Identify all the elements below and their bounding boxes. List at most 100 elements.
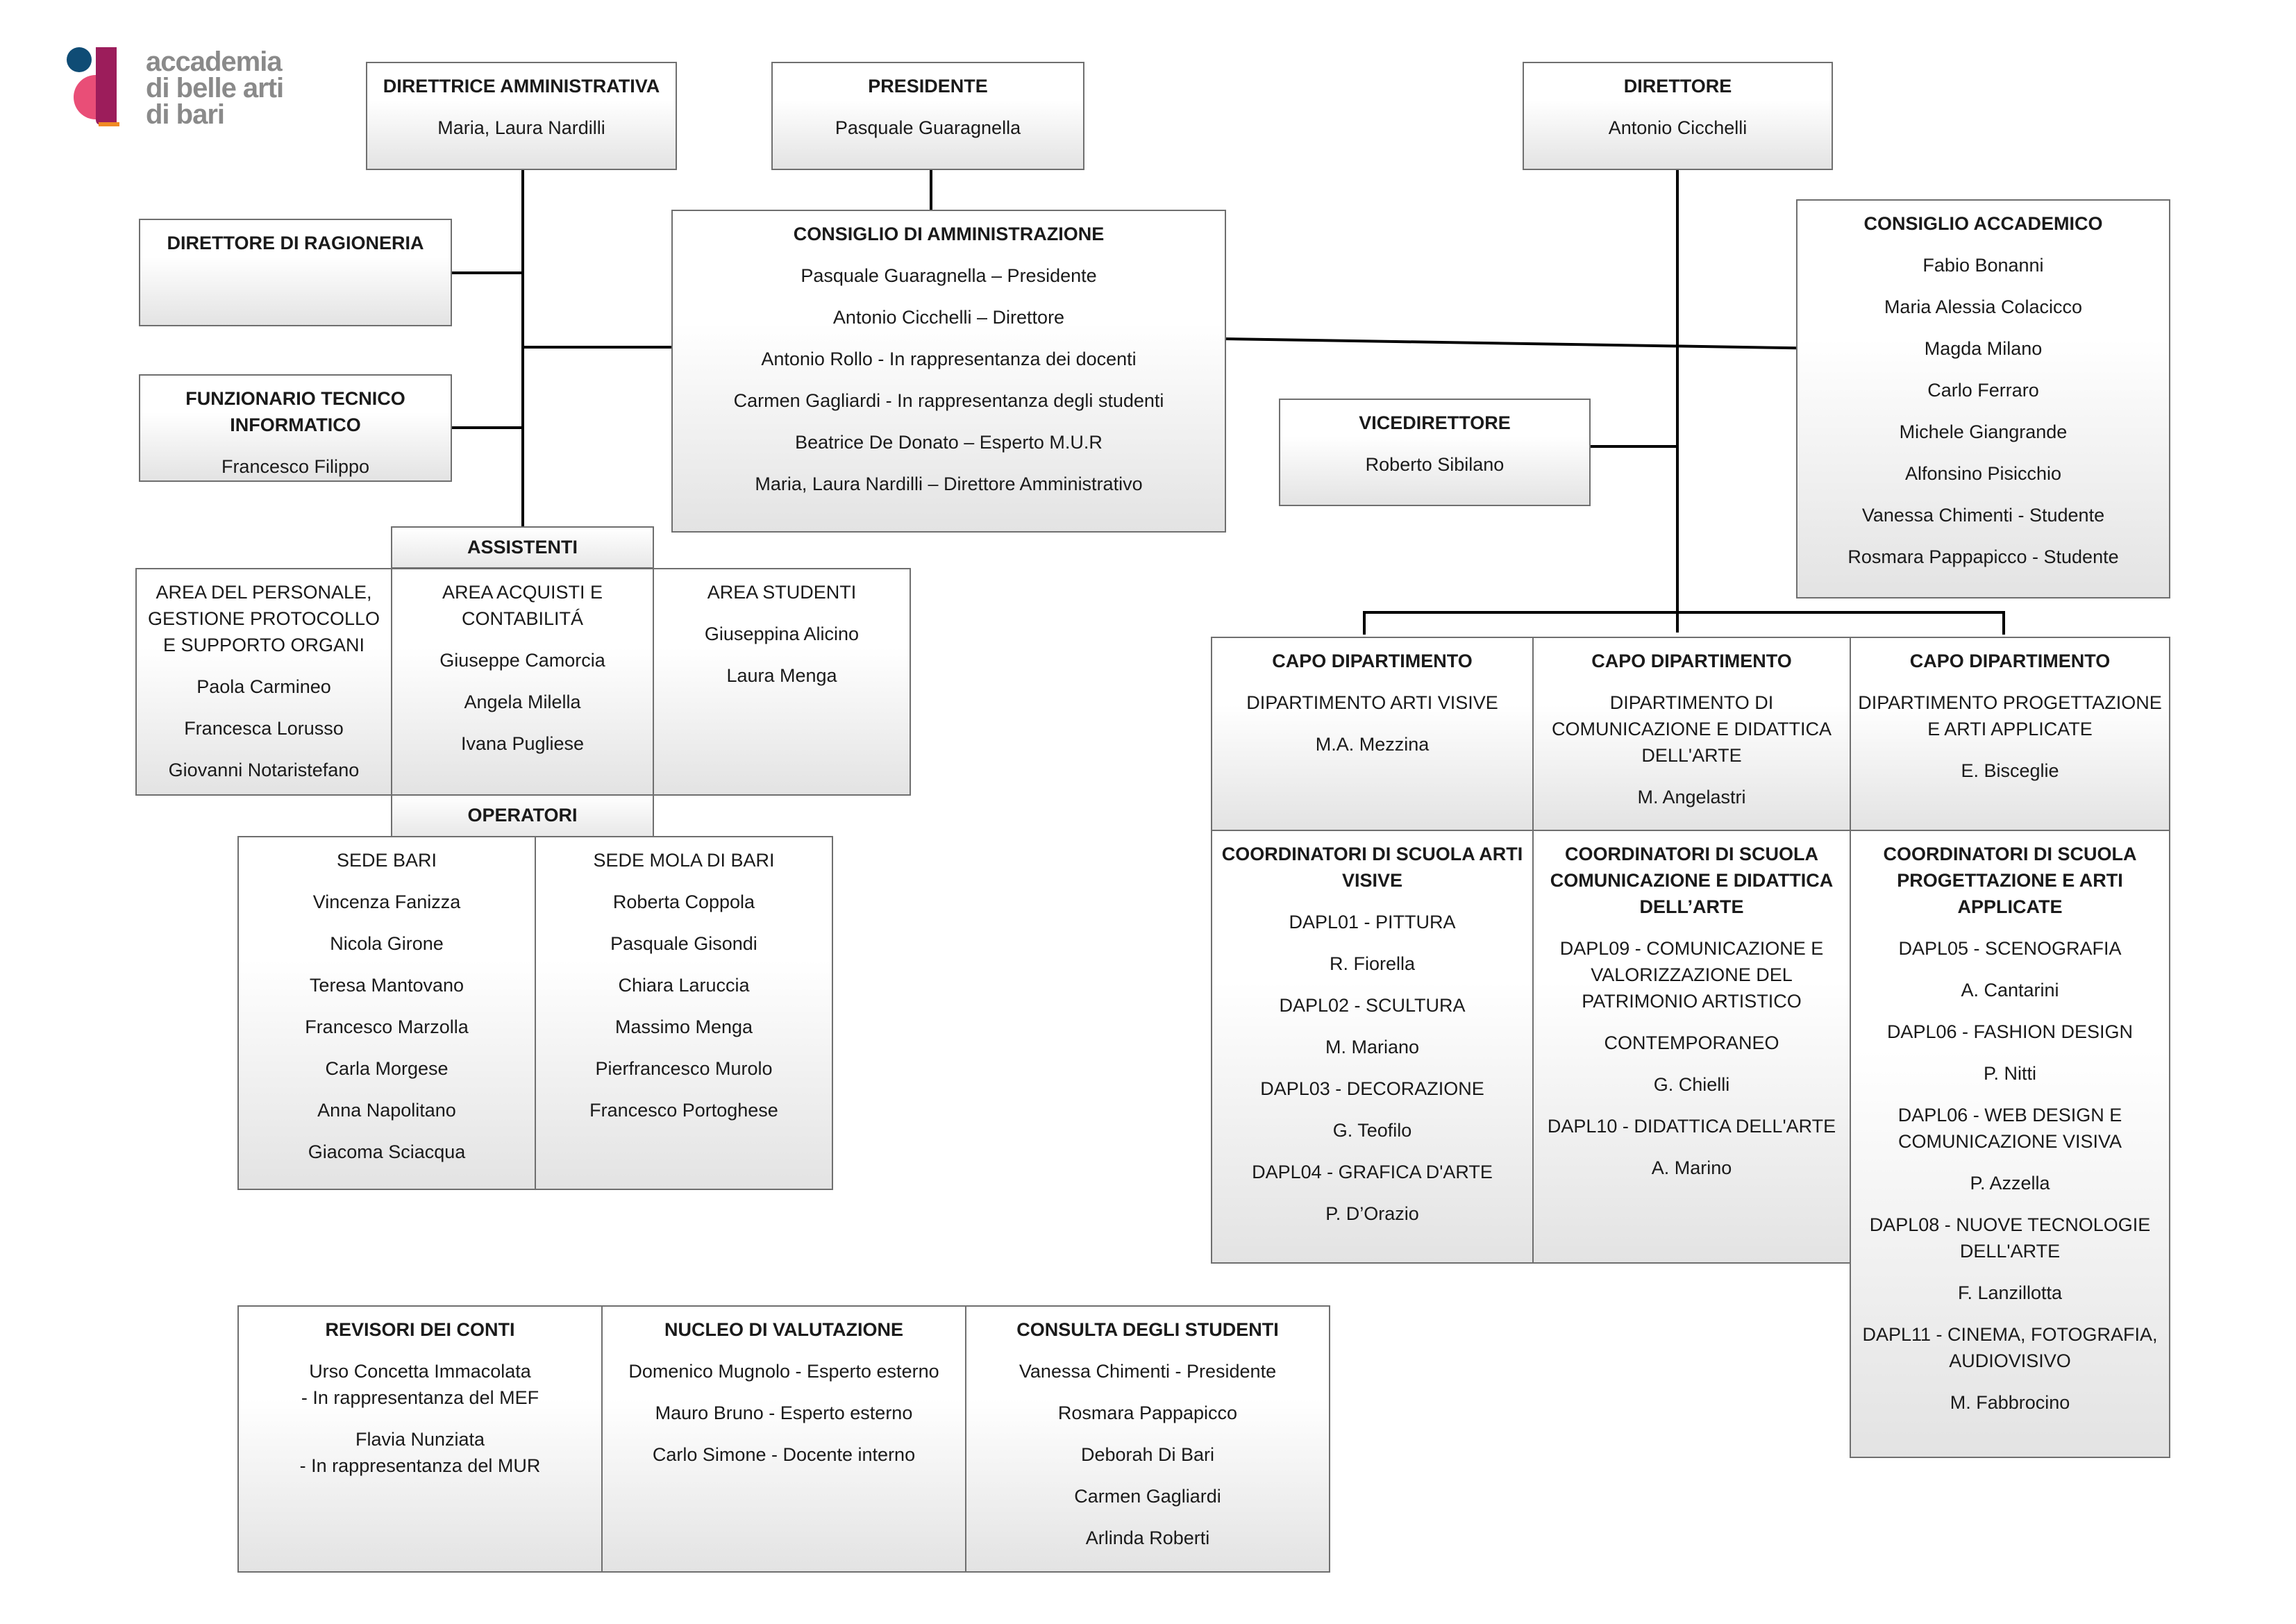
sede-mola-title: SEDE MOLA DI BARI (593, 850, 775, 871)
consulta-title: CONSULTA DEGLI STUDENTI (1016, 1319, 1279, 1340)
area-studenti-member: Laura Menga (726, 665, 837, 686)
vicedirettore-title: VICEDIRETTORE (1359, 412, 1511, 433)
coordinatori-item: PATRIMONIO ARTISTICO (1582, 991, 1802, 1012)
area-personale-member: Giovanni Notaristefano (168, 760, 360, 780)
nucleo-box: NUCLEO DI VALUTAZIONE Domenico Mugnolo -… (601, 1305, 966, 1573)
presidente-title: PRESIDENTE (868, 76, 988, 97)
coordinatori-title: PROGETTAZIONE E ARTI (1897, 870, 2123, 891)
capo-dept: DIPARTIMENTO PROGETTAZIONE (1858, 692, 2162, 713)
consulta-member: Deborah Di Bari (1080, 1444, 1215, 1465)
cda-box: CONSIGLIO DI AMMINISTRAZIONE Pasquale Gu… (671, 210, 1226, 533)
coordinatori-progettazione-box: COORDINATORI DI SCUOLA PROGETTAZIONE E A… (1850, 830, 2170, 1458)
direttore-box: DIRETTORE Antonio Cicchelli (1523, 62, 1833, 170)
area-personale-title: AREA DEL PERSONALE, (156, 582, 372, 603)
coordinatori-item: P. Nitti (1983, 1063, 2037, 1084)
coordinatori-item: DAPL06 - WEB DESIGN E (1897, 1105, 2122, 1125)
revisori-entry: - In rappresentanza del MEF (301, 1387, 539, 1408)
sede-bari-member: Anna Napolitano (317, 1100, 456, 1121)
logo-line-2: di belle arti (146, 73, 284, 103)
consulta-member: Vanessa Chimenti - Presidente (1019, 1361, 1277, 1382)
sede-mola-member: Roberta Coppola (612, 891, 755, 912)
capo-dipartimento-box: CAPO DIPARTIMENTO DIPARTIMENTO DI COMUNI… (1532, 637, 1851, 831)
area-personale-title: GESTIONE PROTOCOLLO (147, 608, 380, 629)
cda-member: Maria, Laura Nardilli – Direttore Ammini… (755, 474, 1143, 494)
area-personale-box: AREA DEL PERSONALE, GESTIONE PROTOCOLLO … (135, 568, 392, 796)
vicedirettore-box: VICEDIRETTORE Roberto Sibilano (1279, 399, 1591, 506)
capo-dept: DIPARTIMENTO DI (1609, 692, 1774, 713)
funzionario-box: FUNZIONARIO TECNICO INFORMATICO Francesc… (139, 374, 452, 482)
cda-member: Pasquale Guaragnella – Presidente (801, 265, 1097, 286)
consulta-member: Rosmara Pappapicco (1057, 1403, 1238, 1423)
area-studenti-box: AREA STUDENTI Giuseppina Alicino Laura M… (653, 568, 911, 796)
presidente-name: Pasquale Guaragnella (835, 117, 1021, 138)
consiglio-accademico-box: CONSIGLIO ACCADEMICO Fabio Bonanni Maria… (1796, 199, 2170, 598)
ragioneria-box: DIRETTORE DI RAGIONERIA (139, 219, 452, 326)
sede-mola-member: Pasquale Gisondi (610, 933, 757, 954)
cda-member: Antonio Cicchelli – Direttore (832, 307, 1065, 328)
area-personale-member: Francesca Lorusso (184, 718, 344, 739)
connector-funzionario (451, 426, 523, 429)
coordinatori-title: COORDINATORI DI SCUOLA (1564, 844, 1818, 864)
sede-mola-member: Massimo Menga (614, 1016, 753, 1037)
coordinatori-item: DAPL09 - COMUNICAZIONE E (1559, 938, 1824, 959)
cda-member: Carmen Gagliardi - In rappresentanza deg… (733, 390, 1164, 411)
area-personale-member: Paola Carmineo (196, 676, 331, 697)
sede-bari-member: Vincenza Fanizza (312, 891, 461, 912)
capo-name: E. Bisceglie (1961, 760, 2059, 781)
coordinatori-title: COMUNICAZIONE E DIDATTICA (1550, 870, 1834, 891)
coordinatori-item: DAPL02 - SCULTURA (1279, 995, 1466, 1016)
ragioneria-title: DIRETTORE DI RAGIONERIA (167, 233, 424, 253)
capo-name: M. Angelastri (1637, 787, 1746, 807)
connector-capi-horizontal (1363, 611, 2004, 614)
direttore-title: DIRETTORE (1623, 76, 1732, 97)
connector-direttore-down (1676, 169, 1679, 633)
coordinatori-item: P. Azzella (1970, 1173, 2050, 1194)
coordinatori-title: COORDINATORI DI SCUOLA (1883, 844, 2137, 864)
connector-capo-3 (2002, 611, 2005, 635)
operatori-header: OPERATORI (391, 794, 654, 837)
coordinatori-item: G. Teofilo (1332, 1120, 1412, 1141)
area-personale-title: E SUPPORTO ORGANI (162, 635, 365, 655)
sede-bari-member: Teresa Mantovano (309, 975, 464, 996)
area-acquisti-member: Ivana Pugliese (460, 733, 585, 754)
consiglio-member: Maria Alessia Colacicco (1884, 296, 2083, 317)
coordinatori-title: VISIVE (1341, 870, 1403, 891)
consiglio-member: Carlo Ferraro (1927, 380, 2039, 401)
coordinatori-item: A. Cantarini (1961, 980, 2059, 1001)
nucleo-member: Domenico Mugnolo - Esperto esterno (628, 1361, 939, 1382)
coordinatori-item: M. Fabbrocino (1950, 1392, 2070, 1413)
revisori-entry: Flavia Nunziata (355, 1429, 485, 1450)
coordinatori-item: P. D’Orazio (1325, 1203, 1419, 1224)
revisori-entry: Urso Concetta Immacolata (309, 1361, 531, 1382)
coordinatori-item: CONTEMPORANEO (1604, 1032, 1779, 1053)
area-acquisti-box: AREA ACQUISTI E CONTABILITÁ Giuseppe Cam… (391, 568, 654, 796)
coordinatori-item: AUDIOVISIVO (1949, 1350, 2071, 1371)
sede-bari-member: Francesco Marzolla (305, 1016, 469, 1037)
capo-dipartimento-box: CAPO DIPARTIMENTO DIPARTIMENTO PROGETTAZ… (1850, 637, 2170, 831)
direttore-name: Antonio Cicchelli (1608, 117, 1748, 138)
logo-text: accademia di belle arti di bari (146, 48, 284, 128)
logo-navy-dot (67, 47, 92, 72)
funzionario-name: Francesco Filippo (221, 456, 370, 477)
cda-member: Antonio Rollo - In rappresentanza dei do… (761, 349, 1137, 369)
connector-vicedirettore (1589, 445, 1677, 448)
assistenti-header: ASSISTENTI (391, 526, 654, 569)
cda-member: Beatrice De Donato – Esperto M.U.R (795, 432, 1103, 453)
logo-pink-shape (74, 75, 96, 119)
coordinatori-item: F. Lanzillotta (1957, 1282, 2063, 1303)
capo-dept: COMUNICAZIONE E DIDATTICA (1551, 719, 1832, 739)
consiglio-member: Michele Giangrande (1899, 421, 2068, 442)
area-studenti-title: AREA STUDENTI (707, 582, 857, 603)
revisori-entry: - In rappresentanza del MUR (299, 1455, 541, 1476)
coordinatori-item: DAPL04 - GRAFICA D'ARTE (1252, 1162, 1493, 1182)
capo-dept: DIPARTIMENTO ARTI VISIVE (1246, 692, 1498, 713)
area-acquisti-member: Giuseppe Camorcia (439, 650, 605, 671)
coordinatori-item: COMUNICAZIONE VISIVA (1897, 1131, 2122, 1152)
coordinatori-item: R. Fiorella (1329, 953, 1416, 974)
logo-magenta-shape (96, 47, 117, 125)
coordinatori-comunicazione-box: COORDINATORI DI SCUOLA COMUNICAZIONE E D… (1532, 830, 1851, 1264)
capo-dipartimento-box: CAPO DIPARTIMENTO DIPARTIMENTO ARTI VISI… (1211, 637, 1534, 831)
coordinatori-item: DAPL11 - CINEMA, FOTOGRAFIA, (1862, 1324, 2158, 1345)
direttrice-box: DIRETTRICE AMMINISTRATIVA Maria, Laura N… (366, 62, 677, 170)
capo-name: M.A. Mezzina (1315, 734, 1430, 755)
